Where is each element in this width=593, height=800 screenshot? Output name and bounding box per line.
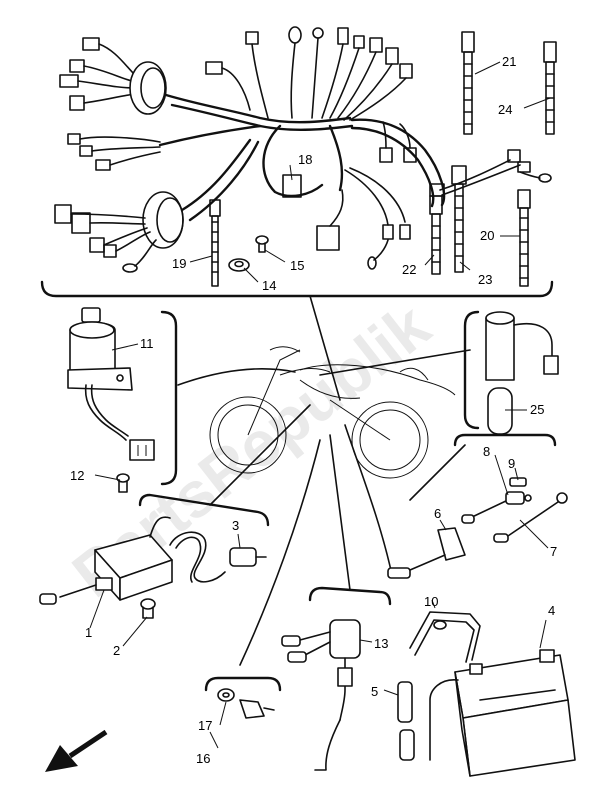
- callout-22: 22: [402, 262, 416, 277]
- cable-tie-21: [461, 31, 475, 135]
- bracket-25: [463, 310, 480, 430]
- callout-1: 1: [85, 625, 92, 640]
- callout-16: 16: [196, 751, 210, 766]
- cable-tie-24: [543, 41, 557, 135]
- battery-band-10: [409, 611, 481, 663]
- callout-11: 11: [140, 336, 154, 351]
- bolt-2: [140, 598, 156, 619]
- callout-12: 12: [70, 468, 84, 483]
- main-switch-11: [67, 307, 155, 461]
- cable-tie-23: [451, 165, 467, 273]
- callout-13: 13: [374, 636, 388, 651]
- callout-2: 2: [113, 643, 120, 658]
- cable-tie-20: [517, 189, 531, 287]
- callout-20: 20: [480, 228, 494, 243]
- callout-25: 25: [530, 402, 544, 417]
- callout-7: 7: [550, 544, 557, 559]
- lead-7: [493, 492, 568, 543]
- cable-tie-22: [429, 195, 443, 275]
- callout-17: 17: [198, 718, 212, 733]
- callout-3: 3: [232, 518, 239, 533]
- relay-13: [281, 619, 361, 771]
- battery-4: [429, 649, 576, 777]
- callout-15: 15: [290, 258, 304, 273]
- wire-harness: [54, 26, 552, 273]
- breather-5: [397, 681, 415, 761]
- clamp-14: [228, 258, 250, 272]
- group-bracket: [40, 280, 554, 298]
- pointer-lines: [177, 295, 471, 666]
- callout-14: 14: [262, 278, 276, 293]
- cable-tie-19: [209, 199, 221, 287]
- lead-8: [461, 491, 532, 524]
- bracket-13: [308, 586, 392, 606]
- sensor-6: [387, 527, 466, 579]
- ignition-coil-1: [39, 516, 173, 605]
- bracket-8-9: [453, 433, 557, 447]
- callout-labels: 1 2 3 4 5 6 7 8 9 10 11 12 13 14 15 16 1…: [70, 54, 557, 766]
- bracket-16: [204, 676, 282, 692]
- grip-part-25: [485, 311, 559, 435]
- callout-24: 24: [498, 102, 512, 117]
- callout-18: 18: [298, 152, 312, 167]
- leader-lines: [89, 61, 551, 749]
- callout-4: 4: [548, 603, 555, 618]
- bracket-11: [160, 310, 178, 486]
- arrow-down-left-icon: [45, 729, 108, 772]
- callout-5: 5: [371, 684, 378, 699]
- callout-9: 9: [508, 456, 515, 471]
- callout-10: 10: [424, 594, 438, 609]
- motorcycle-silhouette: [209, 346, 456, 479]
- washer-17: [217, 688, 235, 702]
- callout-6: 6: [434, 506, 441, 521]
- callout-19: 19: [172, 256, 186, 271]
- callout-23: 23: [478, 272, 492, 287]
- callout-8: 8: [483, 444, 490, 459]
- screw-15: [255, 235, 269, 253]
- screw-12: [116, 473, 130, 493]
- switch-16: [239, 699, 275, 719]
- spark-plug-cap-3: [169, 531, 267, 583]
- callout-21: 21: [502, 54, 516, 69]
- bracket-3: [138, 493, 270, 527]
